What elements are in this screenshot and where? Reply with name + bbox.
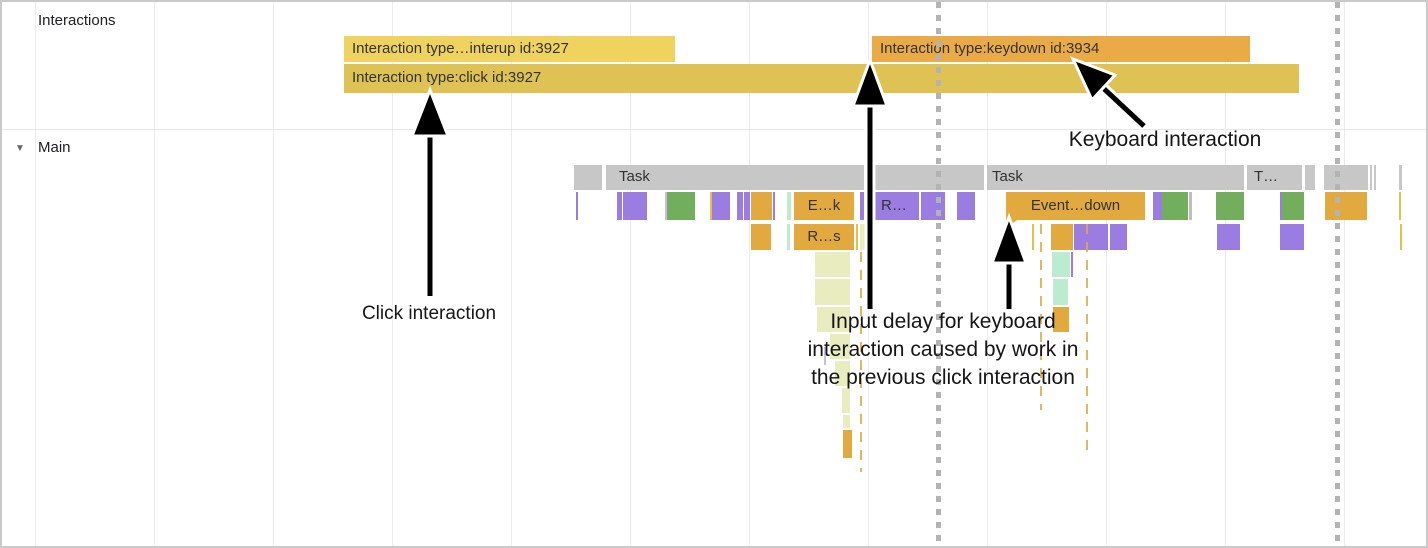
main-bar-e-k[interactable]: E…k bbox=[794, 192, 854, 220]
flame-bar[interactable] bbox=[665, 192, 667, 220]
main-bar-r-[interactable]: R… bbox=[875, 192, 919, 220]
input-delay-short-arrow bbox=[989, 212, 1029, 309]
gridline bbox=[987, 2, 988, 546]
flame-bar[interactable] bbox=[751, 224, 771, 250]
task-bar[interactable] bbox=[1399, 165, 1402, 190]
flame-bar[interactable] bbox=[817, 307, 850, 332]
flame-bar[interactable] bbox=[1153, 192, 1162, 220]
flame-bar[interactable] bbox=[787, 192, 791, 220]
task-bar[interactable] bbox=[1324, 165, 1368, 190]
flame-bar[interactable] bbox=[576, 192, 578, 220]
flame-bar[interactable] bbox=[1282, 192, 1304, 220]
track-separator bbox=[2, 129, 1426, 130]
thin-flame-line bbox=[1086, 224, 1088, 457]
thin-flame-line bbox=[860, 252, 862, 472]
gridline bbox=[1344, 2, 1345, 546]
flame-bar[interactable] bbox=[1032, 224, 1034, 250]
click-annotation-arrow bbox=[409, 85, 451, 296]
gridline bbox=[392, 2, 393, 546]
keyboard-interaction-annotation: Keyboard interaction bbox=[1068, 128, 1262, 151]
flame-bar[interactable] bbox=[667, 192, 695, 220]
flame-bar[interactable] bbox=[843, 430, 852, 458]
flame-bar[interactable] bbox=[1189, 192, 1192, 220]
flame-bar[interactable] bbox=[856, 224, 858, 250]
main-bar-t-[interactable]: T… bbox=[1247, 165, 1302, 190]
flame-bar[interactable] bbox=[617, 192, 622, 220]
input-delay-line-1: Input delay for keyboard bbox=[830, 310, 1056, 333]
flame-bar[interactable] bbox=[921, 192, 945, 220]
flame-bar[interactable] bbox=[1280, 192, 1282, 220]
task-bar[interactable] bbox=[1370, 165, 1372, 190]
interactions-track-label: Interactions bbox=[38, 12, 116, 29]
flame-bar[interactable] bbox=[1053, 307, 1069, 332]
gridline bbox=[511, 2, 512, 546]
main-track-collapse-icon[interactable]: ▼ bbox=[15, 143, 25, 154]
flame-bar[interactable] bbox=[1400, 224, 1402, 250]
flame-bar[interactable] bbox=[773, 192, 775, 220]
gridline bbox=[630, 2, 631, 546]
dotted-guide-line bbox=[1335, 2, 1340, 546]
flame-bar[interactable] bbox=[860, 192, 864, 220]
event-bar-tail bbox=[1008, 220, 1017, 227]
flame-bar[interactable] bbox=[1052, 252, 1070, 277]
flame-bar[interactable] bbox=[1162, 192, 1188, 220]
gridline bbox=[273, 2, 274, 546]
flame-bar[interactable] bbox=[1399, 192, 1401, 220]
main-track-label[interactable]: Main bbox=[38, 139, 71, 156]
main-bar-task[interactable]: Task bbox=[987, 165, 1244, 190]
thin-flame-line bbox=[1040, 224, 1042, 410]
flame-bar[interactable] bbox=[737, 192, 743, 220]
flame-bar[interactable] bbox=[1051, 224, 1073, 250]
flame-bar[interactable] bbox=[824, 347, 826, 365]
interaction-click-bar[interactable]: Interaction type:click id:3927 bbox=[344, 64, 1299, 93]
gridline bbox=[1106, 2, 1107, 546]
flame-bar[interactable] bbox=[815, 252, 850, 277]
interaction-pointerup-bar[interactable]: Interaction type…interup id:3927 bbox=[344, 36, 675, 62]
task-bar[interactable] bbox=[1305, 165, 1315, 190]
flame-bar[interactable] bbox=[1110, 224, 1127, 250]
input-delay-line-2: interaction caused by work in bbox=[807, 338, 1079, 361]
flame-bar[interactable] bbox=[1053, 279, 1068, 305]
flame-bar[interactable] bbox=[623, 192, 647, 220]
flame-bar[interactable] bbox=[957, 192, 975, 220]
flame-bar[interactable] bbox=[751, 192, 772, 220]
flame-bar[interactable] bbox=[830, 334, 850, 359]
main-bar-event-down[interactable]: Event…down bbox=[1006, 192, 1145, 227]
flame-bar[interactable] bbox=[744, 192, 750, 220]
task-bar[interactable] bbox=[875, 165, 984, 190]
flame-bar[interactable] bbox=[712, 192, 730, 220]
gridline bbox=[1225, 2, 1226, 546]
flame-bar[interactable] bbox=[1217, 224, 1240, 250]
flame-bar[interactable] bbox=[1071, 252, 1073, 277]
input-delay-annotation: Input delay for keyboard interaction cau… bbox=[808, 308, 1079, 392]
input-delay-line-3: the previous click interaction bbox=[811, 366, 1075, 389]
flame-bar[interactable] bbox=[1325, 192, 1367, 220]
flame-bar[interactable] bbox=[710, 192, 712, 220]
flame-bar[interactable] bbox=[835, 361, 850, 386]
flame-bar[interactable] bbox=[860, 224, 865, 250]
main-bar-task[interactable]: Task bbox=[606, 165, 864, 190]
flame-bar[interactable] bbox=[842, 388, 850, 413]
interaction-keydown-bar[interactable]: Interaction type:keydown id:3934 bbox=[872, 36, 1250, 62]
task-bar[interactable] bbox=[574, 165, 602, 190]
dotted-guide-line bbox=[936, 2, 941, 546]
gridline bbox=[35, 2, 36, 546]
task-bar[interactable] bbox=[1374, 165, 1376, 190]
flame-bar[interactable] bbox=[815, 279, 850, 305]
flame-bar[interactable] bbox=[1216, 192, 1244, 220]
gridline bbox=[154, 2, 155, 546]
flame-bar[interactable] bbox=[843, 415, 850, 428]
flame-bar[interactable] bbox=[1280, 224, 1304, 250]
click-interaction-annotation: Click interaction bbox=[361, 303, 497, 324]
flame-bar[interactable] bbox=[1074, 224, 1108, 250]
flame-bar[interactable] bbox=[787, 224, 790, 250]
gridline bbox=[749, 2, 750, 546]
main-bar-r-s[interactable]: R…s bbox=[794, 224, 854, 250]
